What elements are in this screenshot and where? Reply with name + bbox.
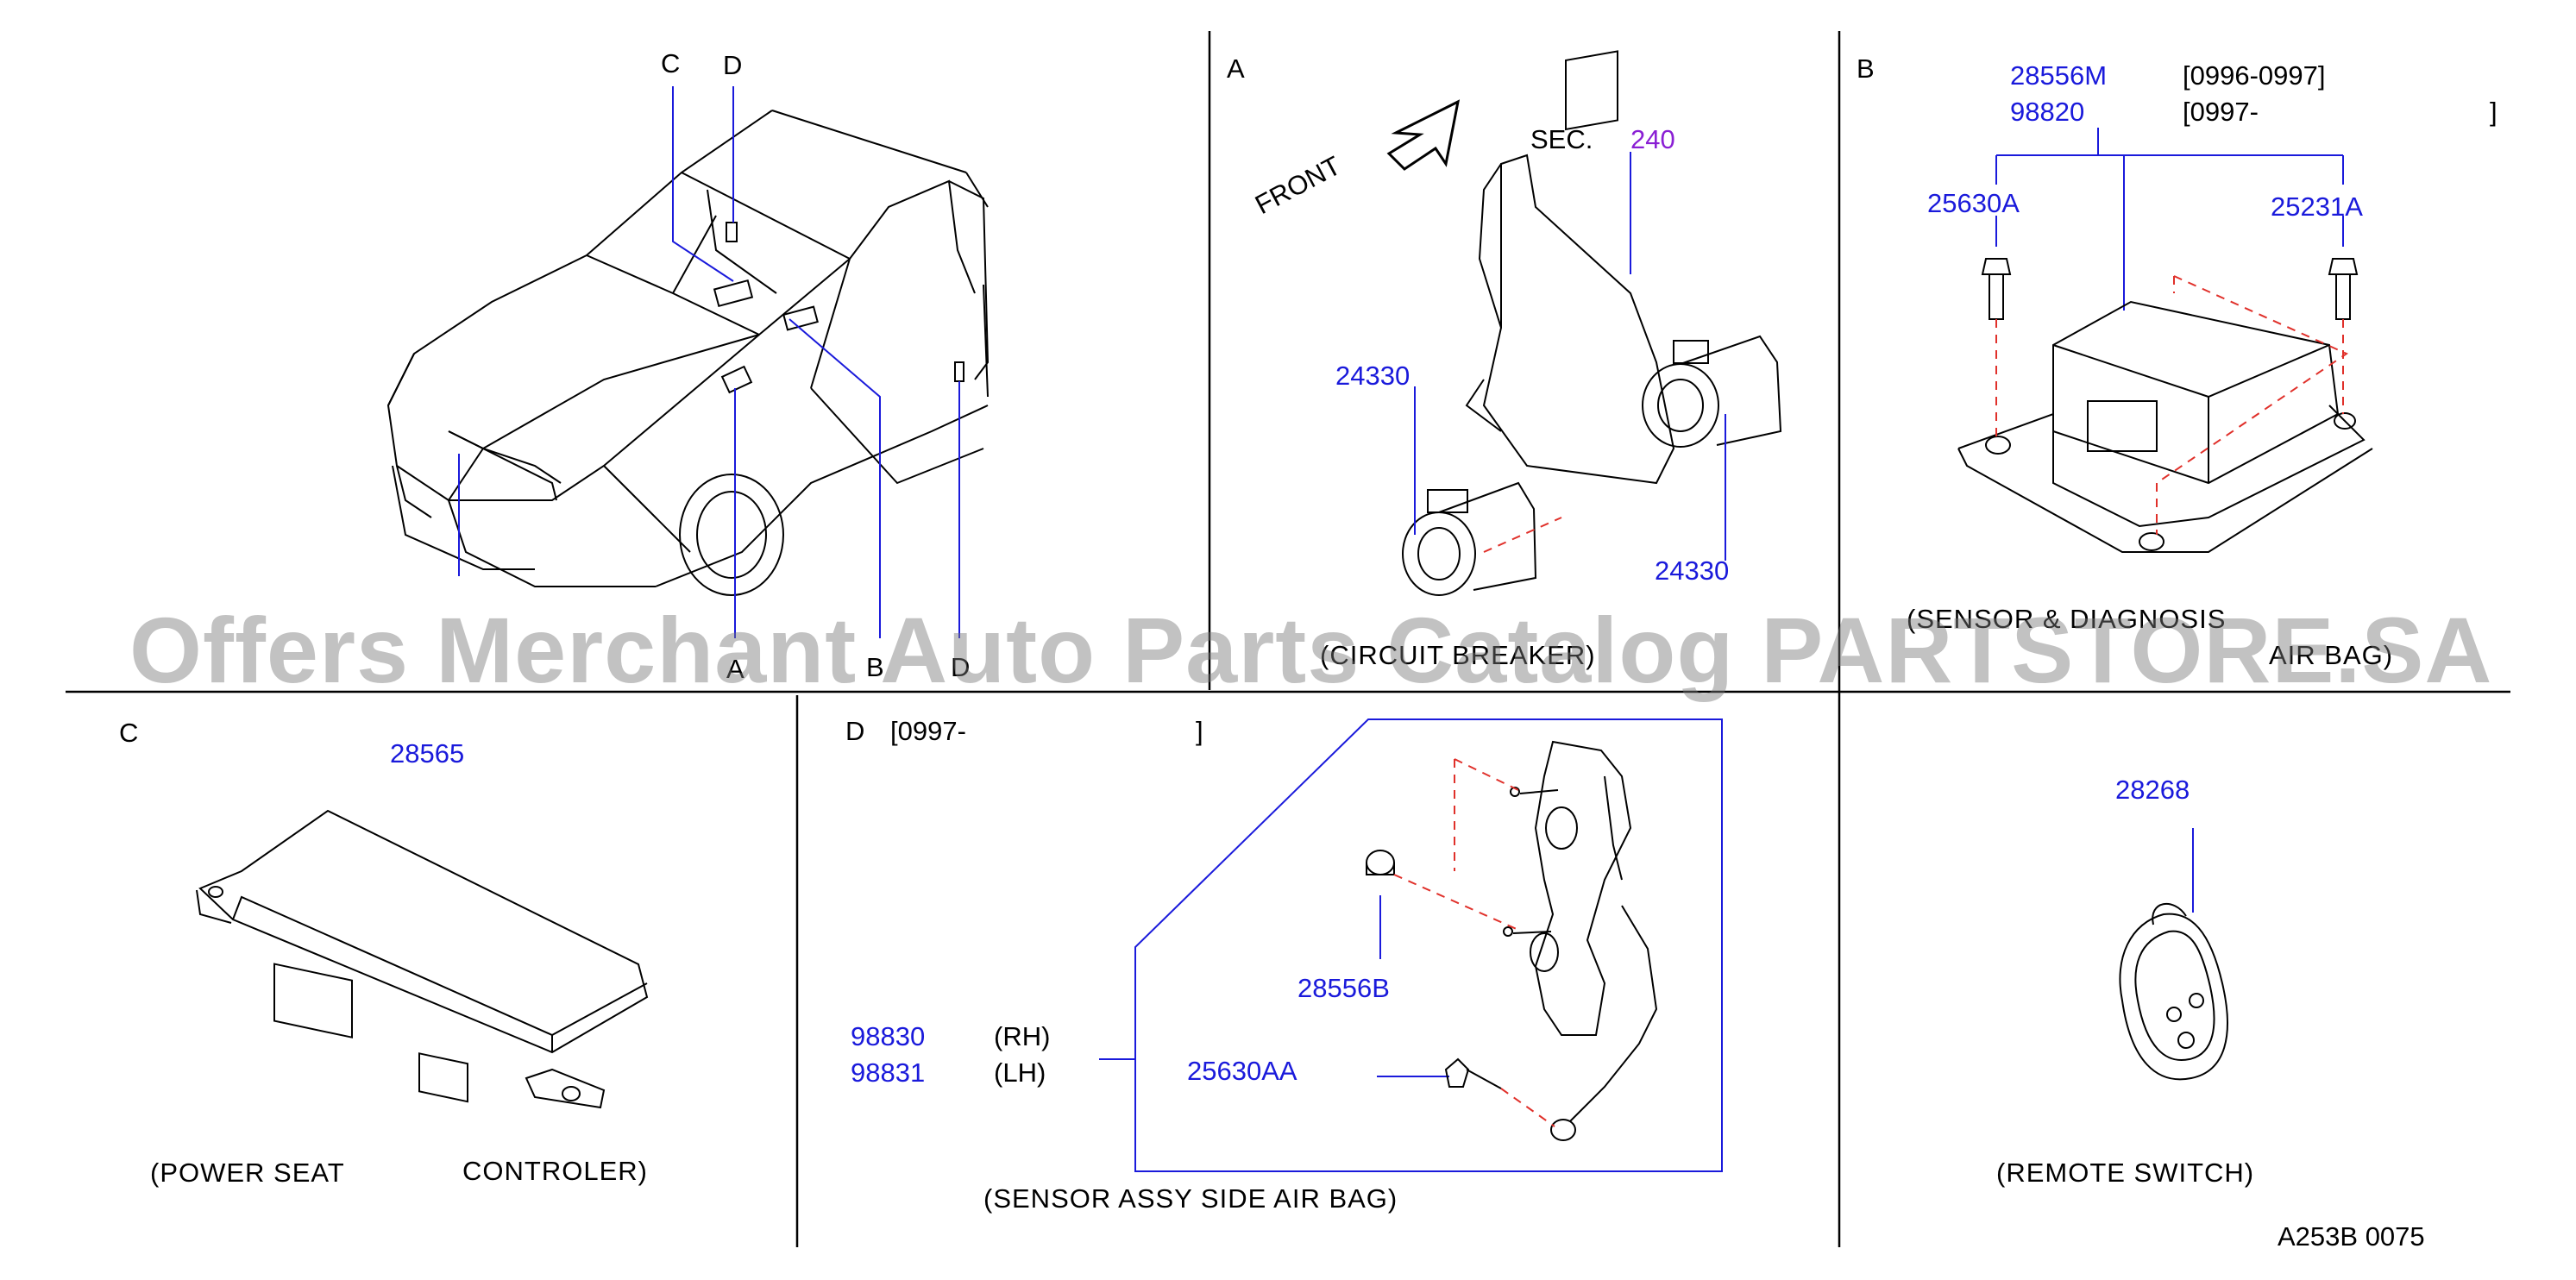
sensor-diagnosis-caption-line1: (SENSOR & DIAGNOSIS — [1907, 604, 2227, 634]
panel-letter-b: B — [1857, 53, 1875, 84]
panel-letter-c: C — [119, 718, 139, 748]
side-airbag-caption: (SENSOR ASSY SIDE AIR BAG) — [983, 1183, 1398, 1214]
part-98831: 98831 — [851, 1057, 926, 1088]
panel-d-range-close: ] — [1196, 716, 1203, 746]
part-24330-right: 24330 — [1655, 555, 1730, 586]
panel-dividers — [66, 31, 2510, 1247]
part-24330-left: 24330 — [1335, 361, 1411, 391]
watermark: Offers Merchant Auto Parts Catalog PARTS… — [129, 598, 2493, 702]
circuit-breaker-dashed-line — [1483, 517, 1562, 553]
part-28565: 28565 — [390, 738, 465, 769]
panel-letter-d: D — [845, 716, 865, 746]
sensor-diagnosis-dashed-lines — [1995, 275, 2349, 535]
car-callout-b: B — [866, 652, 884, 682]
power-seat-controller-drawing — [196, 809, 649, 1109]
car-overview-drawing — [386, 110, 990, 596]
side-airbag-sensor-drawing — [1366, 740, 1658, 1141]
part-25630a: 25630A — [1927, 188, 2020, 218]
power-seat-caption-2: CONTROLER) — [462, 1156, 648, 1186]
car-callout-d: D — [723, 50, 743, 80]
car-callout-d2: D — [951, 652, 971, 682]
panel-d-frame — [1134, 718, 1723, 1172]
remote-switch-caption: (REMOTE SWITCH) — [1996, 1158, 2255, 1188]
part-28556b: 28556B — [1297, 973, 1390, 1003]
range-0997-close: ] — [2490, 97, 2497, 127]
sensor-diagnosis-caption-line2: AIR BAG) — [2269, 640, 2394, 670]
panel-b-leaders — [1995, 128, 2344, 311]
remote-switch-drawing — [2119, 902, 2228, 1081]
range-0997-open: [0997- — [2183, 97, 2259, 127]
side-airbag-dashed-lines — [1393, 758, 1555, 1127]
diagram-code: A253B 0075 — [2278, 1221, 2425, 1252]
panel-a-leaders — [1414, 152, 1726, 561]
part-98820: 98820 — [2010, 97, 2085, 127]
part-25231a: 25231A — [2271, 191, 2363, 222]
panel-letter-a: A — [1227, 53, 1245, 84]
sec-prefix: SEC. — [1530, 124, 1593, 154]
panel-d-leaders — [1099, 895, 1449, 1077]
sensor-diagnosis-drawing — [1957, 258, 2373, 553]
circuit-breaker-drawing — [1386, 50, 1782, 596]
panel-d-range-open: [0997- — [890, 716, 966, 746]
sec-number: 240 — [1630, 124, 1675, 154]
car-callout-c: C — [661, 48, 681, 78]
part-98830: 98830 — [851, 1021, 926, 1051]
circuit-breaker-caption: (CIRCUIT BREAKER) — [1320, 640, 1596, 670]
part-28556m: 28556M — [2010, 60, 2108, 91]
car-callout-a: A — [726, 654, 745, 684]
part-28268: 28268 — [2115, 775, 2190, 805]
range-0996-0997: [0996-0997] — [2183, 60, 2326, 91]
part-25630aa: 25630AA — [1187, 1056, 1297, 1086]
car-callout-leaders — [672, 86, 960, 638]
power-seat-caption-1: (POWER SEAT — [150, 1158, 345, 1188]
side-rh: (RH) — [994, 1021, 1051, 1051]
side-lh: (LH) — [994, 1057, 1046, 1088]
